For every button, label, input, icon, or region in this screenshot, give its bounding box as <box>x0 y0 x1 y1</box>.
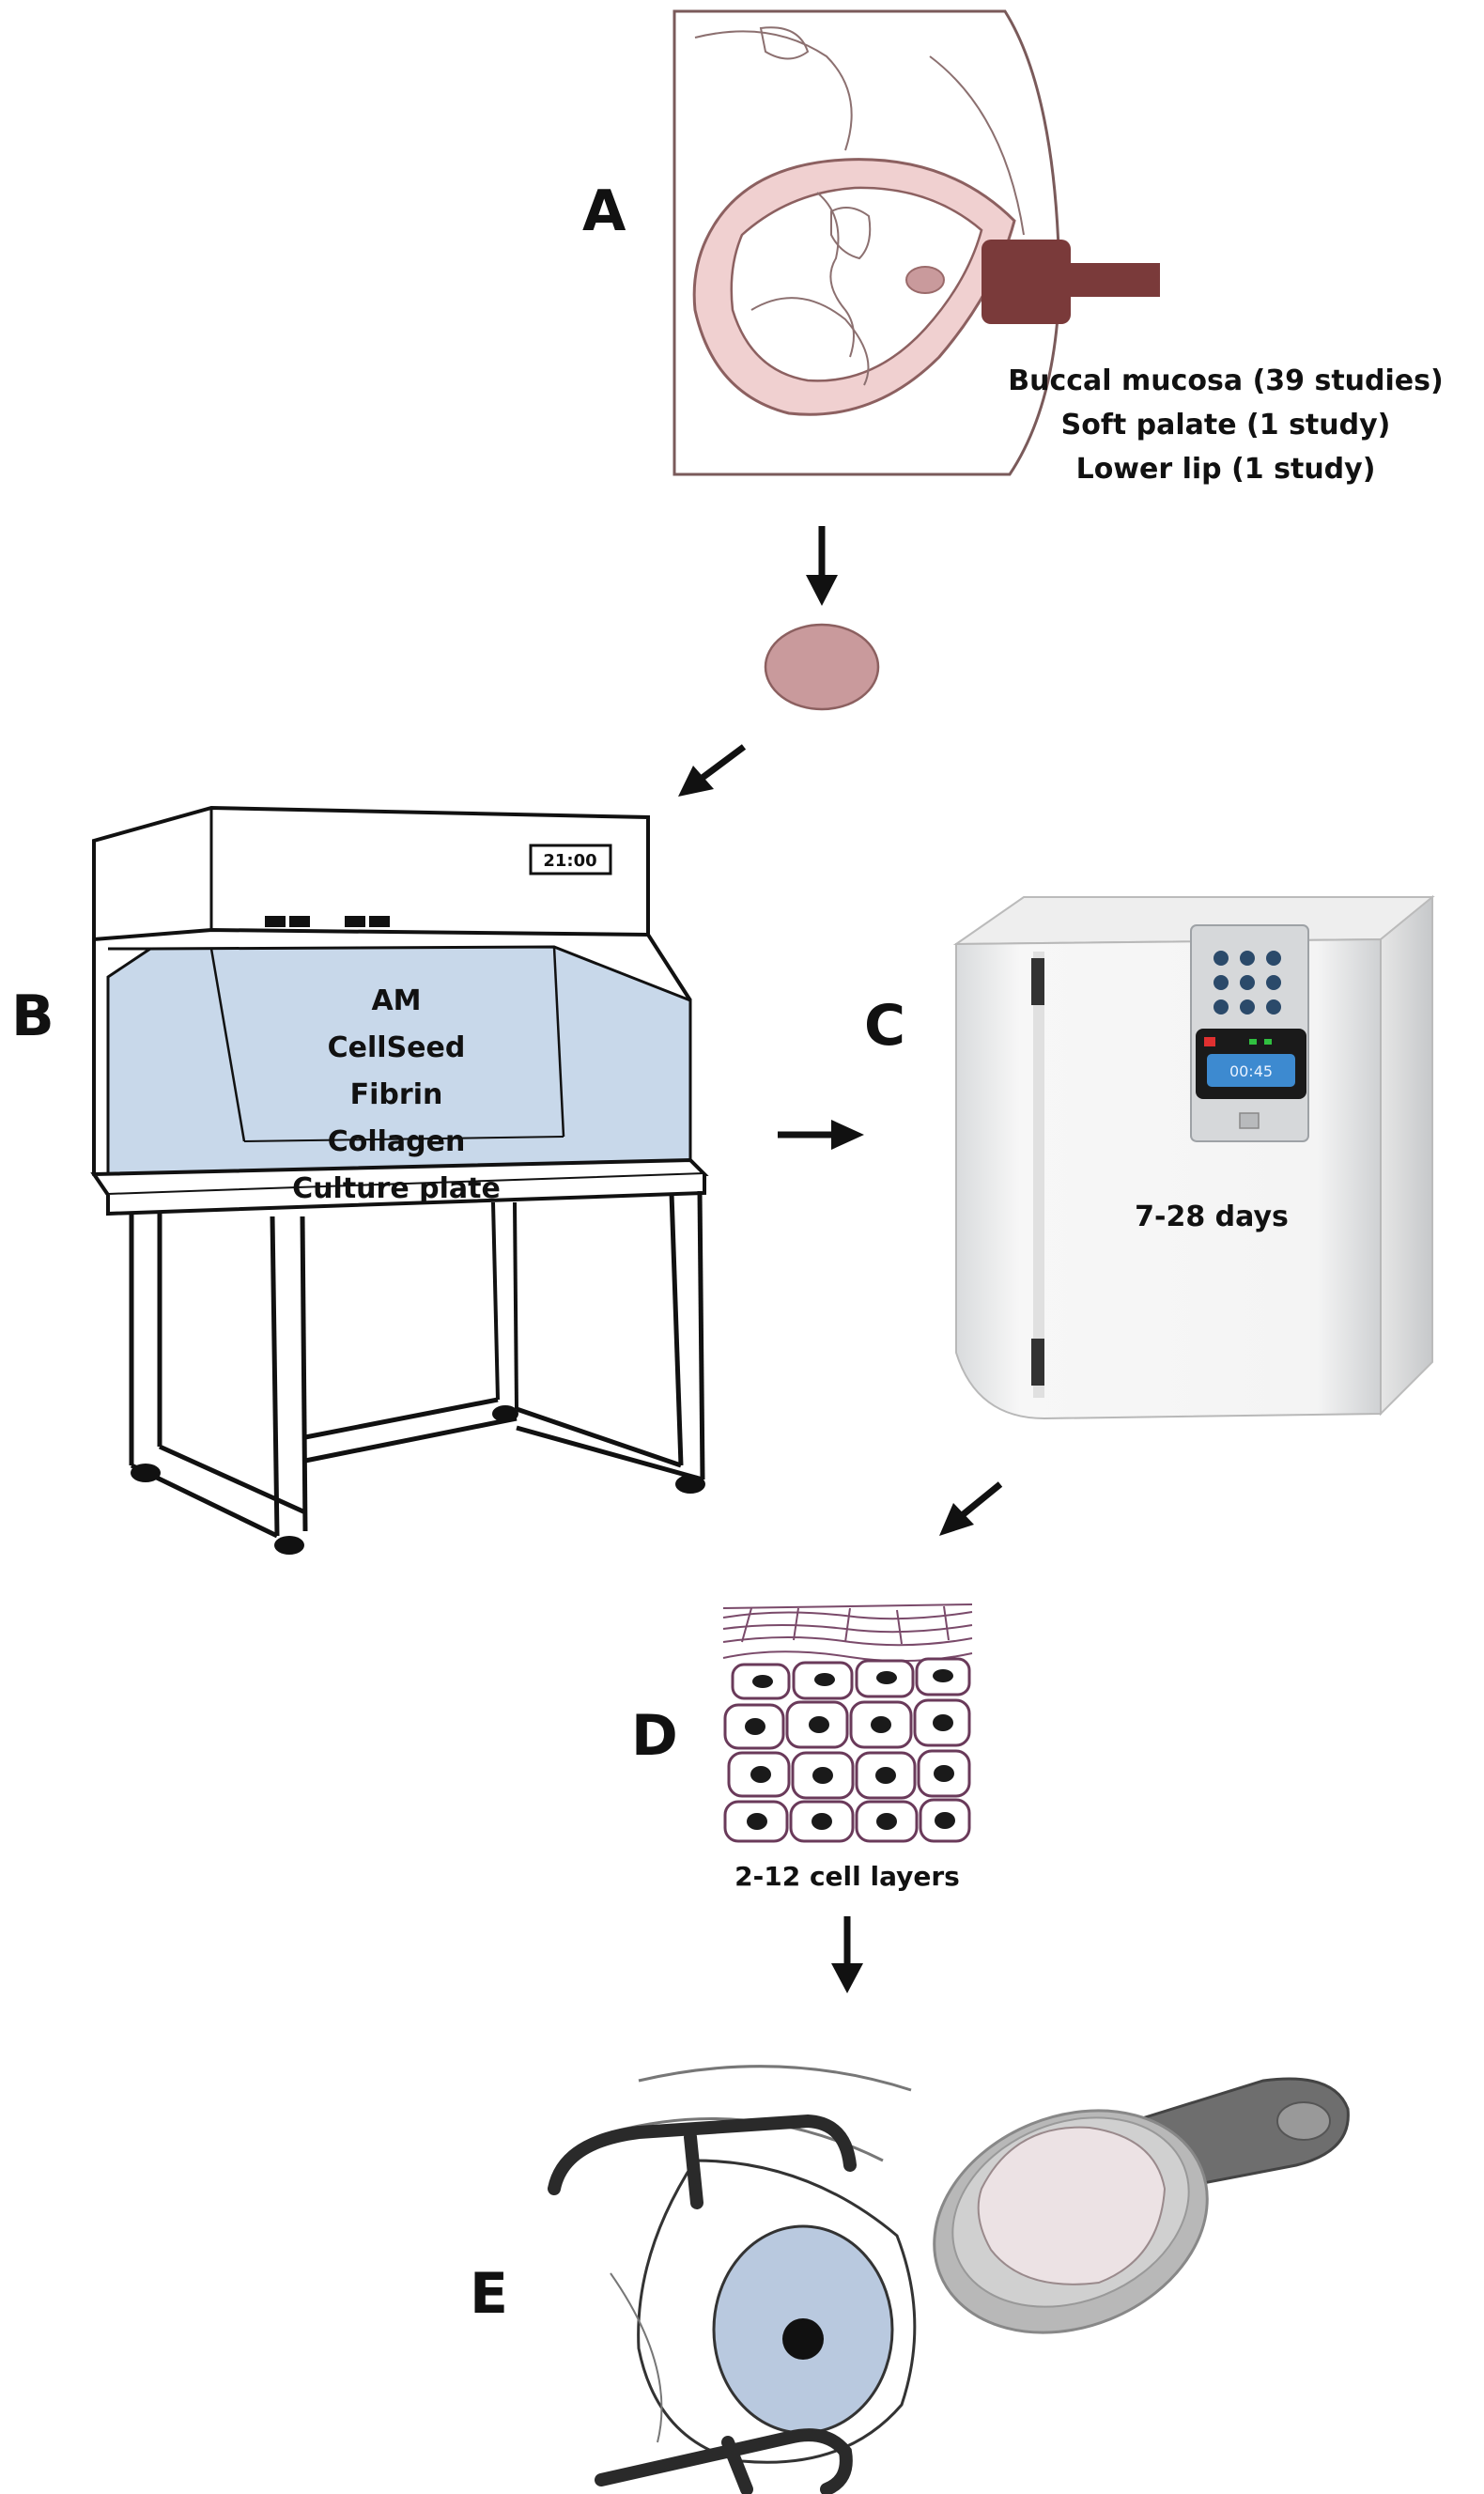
arrow-hood-to-incubator <box>778 1120 864 1150</box>
carrier-list: AM CellSeed Fibrin Collagen Culture plat… <box>292 984 501 1205</box>
biopsy-site <box>905 266 945 294</box>
carrier-culture-plate: Culture plate <box>292 1172 501 1205</box>
step-label-e: E <box>470 2261 508 2327</box>
carrier-cellseed: CellSeed <box>328 1031 466 1064</box>
step-label-a: A <box>582 178 626 244</box>
hood-timer: 21:00 <box>543 851 596 871</box>
step-label-c: C <box>864 993 905 1059</box>
arrow-a-to-tissue <box>806 526 838 606</box>
incubator-timer: 00:45 <box>1229 1062 1273 1080</box>
incubator: 00:45 <box>952 894 1435 1420</box>
carrier-fibrin: Fibrin <box>350 1078 443 1111</box>
cell-layers-count: 2-12 cell layers <box>734 1861 960 1892</box>
arrow-cells-to-eye <box>831 1916 863 1993</box>
step-label-b: B <box>11 984 54 1049</box>
harvest-site-buccal: Buccal mucosa (39 studies) <box>1008 364 1443 397</box>
incubator-screen <box>1207 1054 1295 1087</box>
carrier-collagen: Collagen <box>328 1125 466 1158</box>
graft-carrier <box>933 2077 1350 2334</box>
step-label-d: D <box>631 1703 678 1769</box>
carrier-am: AM <box>371 984 421 1017</box>
arrow-tissue-to-hood <box>678 744 747 797</box>
pupil <box>782 2318 824 2360</box>
tissue-sample <box>764 623 880 711</box>
cell-layers-illustration <box>722 1602 973 1844</box>
eyelid-retractor <box>548 2114 857 2494</box>
epithelial-sheet <box>977 2126 1167 2285</box>
laminar-flow-hood: 21:00 <box>90 805 709 1555</box>
incubation-duration: 7-28 days <box>1135 1201 1289 1233</box>
biopsy-punch-icon <box>982 240 1071 324</box>
arrow-incubator-to-cells <box>939 1481 1003 1536</box>
incubator-keypad <box>1213 951 1281 1015</box>
harvest-sites: Buccal mucosa (39 studies) Soft palate (… <box>1008 364 1443 486</box>
hood-display <box>529 844 612 875</box>
eye-illustration <box>548 2065 917 2494</box>
harvest-site-soft-palate: Soft palate (1 study) <box>1061 409 1391 441</box>
harvest-site-lower-lip: Lower lip (1 study) <box>1076 453 1376 486</box>
mouth-illustration <box>672 9 1160 476</box>
